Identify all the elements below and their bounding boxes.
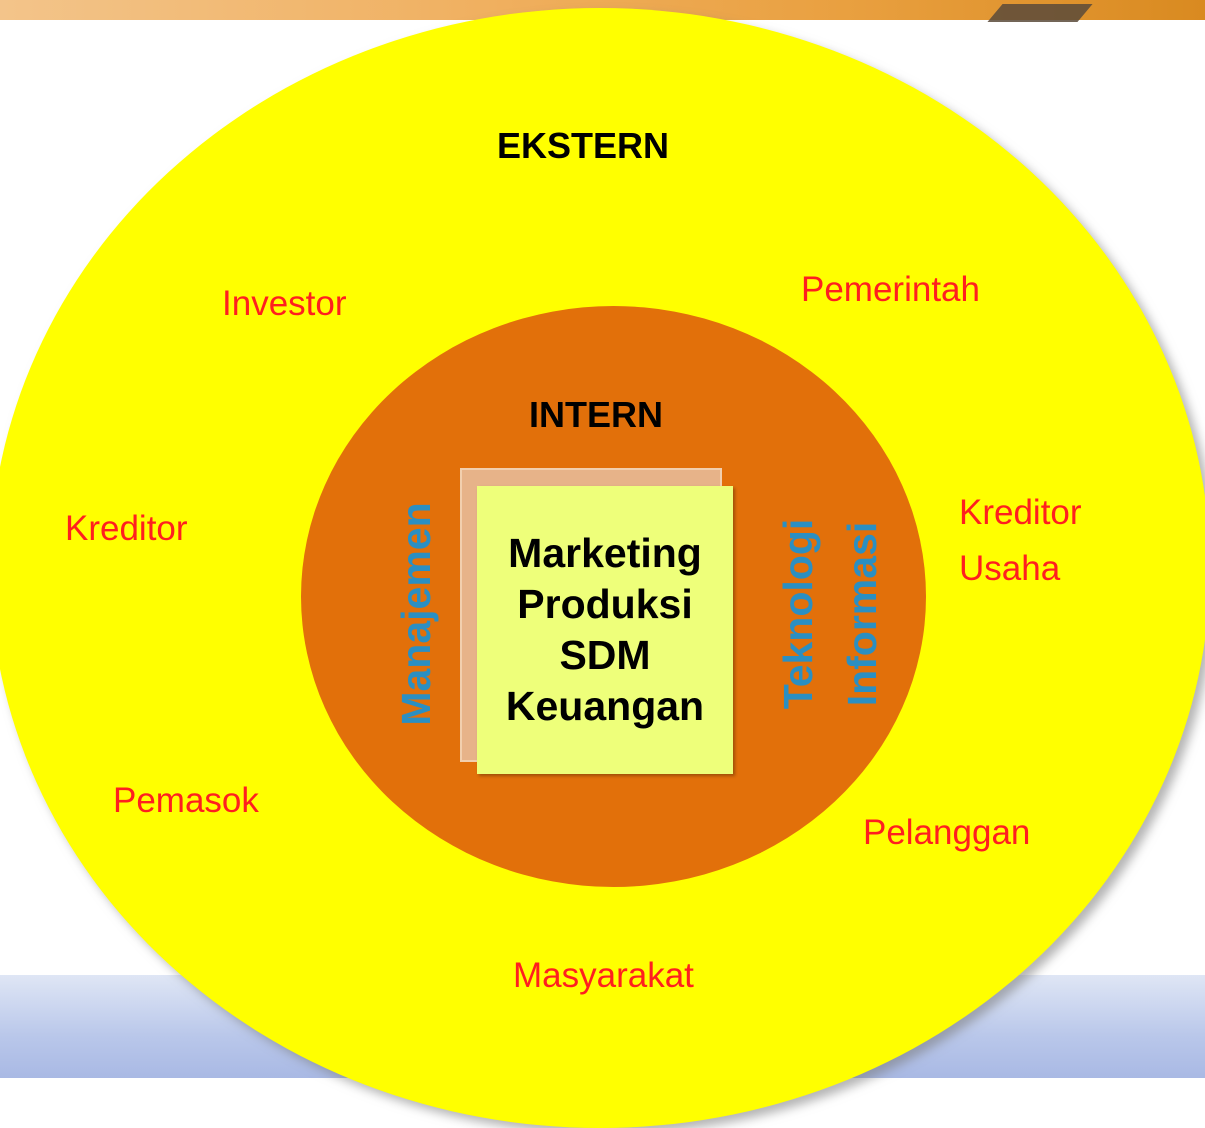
side-label-teknologi: Teknologi xyxy=(775,518,821,710)
stakeholder-kreditor-usaha-line2: Usaha xyxy=(959,549,1061,588)
stakeholder-pelanggan: Pelanggan xyxy=(863,813,1031,852)
core-function-produksi: Produksi xyxy=(517,581,693,627)
core-function-sdm: SDM xyxy=(559,632,651,678)
internal-title: INTERN xyxy=(529,394,663,435)
stakeholder-pemasok: Pemasok xyxy=(113,781,259,820)
stakeholder-pemerintah: Pemerintah xyxy=(801,270,980,309)
stakeholder-kreditor-usaha-line1: Kreditor xyxy=(959,493,1082,532)
core-function-marketing: Marketing xyxy=(508,530,702,576)
external-title: EKSTERN xyxy=(497,125,670,166)
core-function-keuangan: Keuangan xyxy=(505,683,705,729)
side-label-informasi: Informasi xyxy=(839,521,885,707)
stakeholder-kreditor: Kreditor xyxy=(65,509,188,548)
core-functions-box: Marketing Produksi SDM Keuangan xyxy=(477,486,733,774)
stakeholder-masyarakat: Masyarakat xyxy=(513,956,694,995)
stakeholder-investor: Investor xyxy=(222,284,347,323)
side-label-manajemen: Manajemen xyxy=(393,502,439,726)
